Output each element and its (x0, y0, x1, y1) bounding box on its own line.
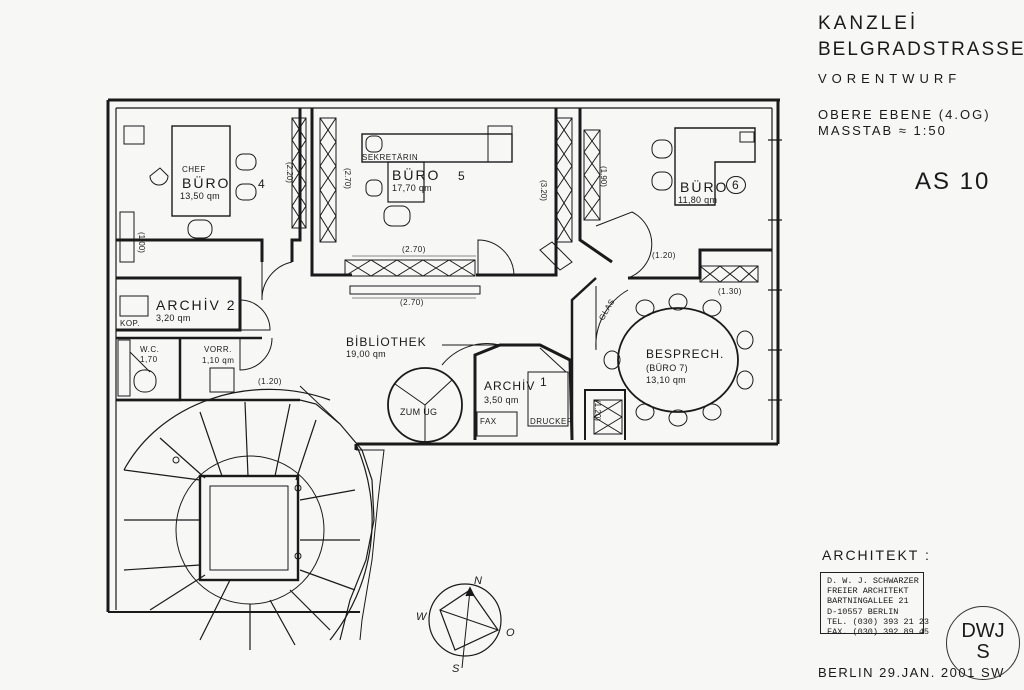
room-buro4-area: 13,50 qm (180, 191, 220, 201)
dim-vertical: (1.20) (593, 400, 602, 421)
door-buro6 (595, 211, 653, 279)
room-vorr-area: 1,10 qm (202, 356, 235, 365)
cabinet-row-buro6-left (583, 129, 601, 221)
room-archiv2-area: 3,20 qm (156, 313, 191, 323)
level-label: OBERE EBENE (4.OG) (818, 107, 991, 122)
cabinet-row-buro5-right (555, 117, 573, 243)
stair-ug-label: ZUM UG (400, 407, 438, 417)
room-bibliothek-name: BİBLİOTHEK (346, 335, 427, 349)
dim-vertical: (3.20) (539, 180, 548, 201)
title-street: BELGRADSTRASSE (818, 39, 1024, 60)
stamp-line: FAX. (030) 392 89 45 (827, 626, 930, 637)
compass-south: S (452, 663, 460, 675)
wall-chef (116, 238, 264, 262)
cabinet-row-buro5-left (319, 117, 337, 243)
door-archiv2 (239, 299, 271, 331)
dim-horizontal: (1.20) (652, 251, 676, 260)
dim-vertical: (1.90) (599, 166, 608, 187)
room-besprech-area: 13,10 qm (646, 375, 686, 385)
room-bibliothek-area: 19,00 qm (346, 349, 386, 359)
room-buro5-number: 5 (458, 169, 466, 183)
desk-chef (171, 125, 231, 217)
room-buro4-number: 4 (258, 177, 266, 191)
room-chef-label: CHEF (182, 165, 206, 174)
monogram-top: DWJ (961, 620, 1005, 642)
door-vorr (239, 337, 273, 371)
dim-vertical: (2.70) (343, 168, 352, 189)
compass-rose (428, 583, 502, 669)
room-buro6-name: BÜRO (680, 179, 729, 195)
monogram-bottom: S (976, 641, 990, 663)
dim-horizontal: (2.70) (402, 245, 426, 254)
compass-west: W (416, 611, 427, 623)
room-archiv2-name: ARCHİV 2 (156, 297, 237, 313)
cabinet-row-buro4 (291, 117, 307, 229)
cabinet-row-buro5-bottom (344, 259, 476, 277)
dim-horizontal: (2.70) (400, 298, 424, 307)
door-glass (595, 286, 629, 351)
stamp-line: FREIER ARCHITEKT (827, 586, 909, 597)
title-phase: VORENTWURF (818, 71, 962, 86)
title-office: KANZLEİ (818, 13, 919, 34)
architect-stamp: D. W. J. SCHWARZER FREIER ARCHITEKT BART… (820, 572, 930, 637)
dim-horizontal: (1.30) (718, 287, 742, 296)
scale-label: MASSTAB ≈ 1:50 (818, 123, 947, 138)
room-wc-name: W.C. (140, 345, 160, 354)
room-wc-area: 1,70 (140, 355, 158, 364)
wall-buro5 (310, 108, 352, 277)
room-archiv1-area: 3,50 qm (484, 395, 519, 405)
room-buro5-area: 17,70 qm (392, 183, 432, 193)
room-vorr-name: VORR. (204, 345, 232, 354)
room-buro4-name: BÜRO (182, 175, 231, 191)
stamp-line: TEL. (030) 393 21 23 (827, 616, 930, 627)
compass-north: N (474, 575, 483, 587)
stamp-line: D. W. J. SCHWARZER (827, 576, 919, 586)
door-buro5 (477, 239, 515, 277)
room-kop-label: KOP. (120, 319, 141, 328)
dim-vertical: (2.20) (285, 162, 294, 183)
fax-label: FAX (480, 417, 497, 426)
room-sekretarin-label: SEKRETÄRIN (362, 153, 419, 162)
drucker-label: DRUCKER (530, 417, 574, 426)
wall-archiv1 (473, 343, 574, 441)
door-archiv1 (441, 343, 501, 366)
sheet-number: AS 10 (915, 168, 991, 195)
dim-horizontal: (1.20) (258, 377, 282, 386)
wall-archiv2 (116, 276, 242, 332)
room-archiv1-name: ARCHİV (484, 379, 536, 393)
room-archiv1-number: 1 (540, 375, 548, 389)
room-buro5-name: BÜRO (392, 167, 441, 183)
meeting-table (617, 307, 739, 413)
cabinet-row-besprech (699, 265, 759, 283)
desk-buro6 (674, 127, 756, 206)
stamp-line: BARTNINGALLEE 21 (827, 596, 909, 607)
main-staircase (123, 388, 385, 650)
wall-buro6 (578, 108, 613, 264)
cabinet-archiv1 (593, 399, 623, 435)
architect-heading: ARCHITEKT : (822, 547, 931, 563)
room-besprech-sub: (BÜRO 7) (646, 363, 688, 373)
door-buro4 (261, 261, 293, 301)
room-besprech-name: BESPRECH. (646, 347, 725, 361)
room-buro6-area: 11,80 qm (678, 195, 718, 205)
room-buro6-number: 6 (726, 176, 746, 194)
architect-monogram: DWJ S (946, 606, 1020, 680)
stamp-line: D-10557 BERLIN (827, 606, 899, 617)
compass-east: O (506, 627, 516, 639)
dim-vertical: (1.00) (137, 232, 146, 253)
